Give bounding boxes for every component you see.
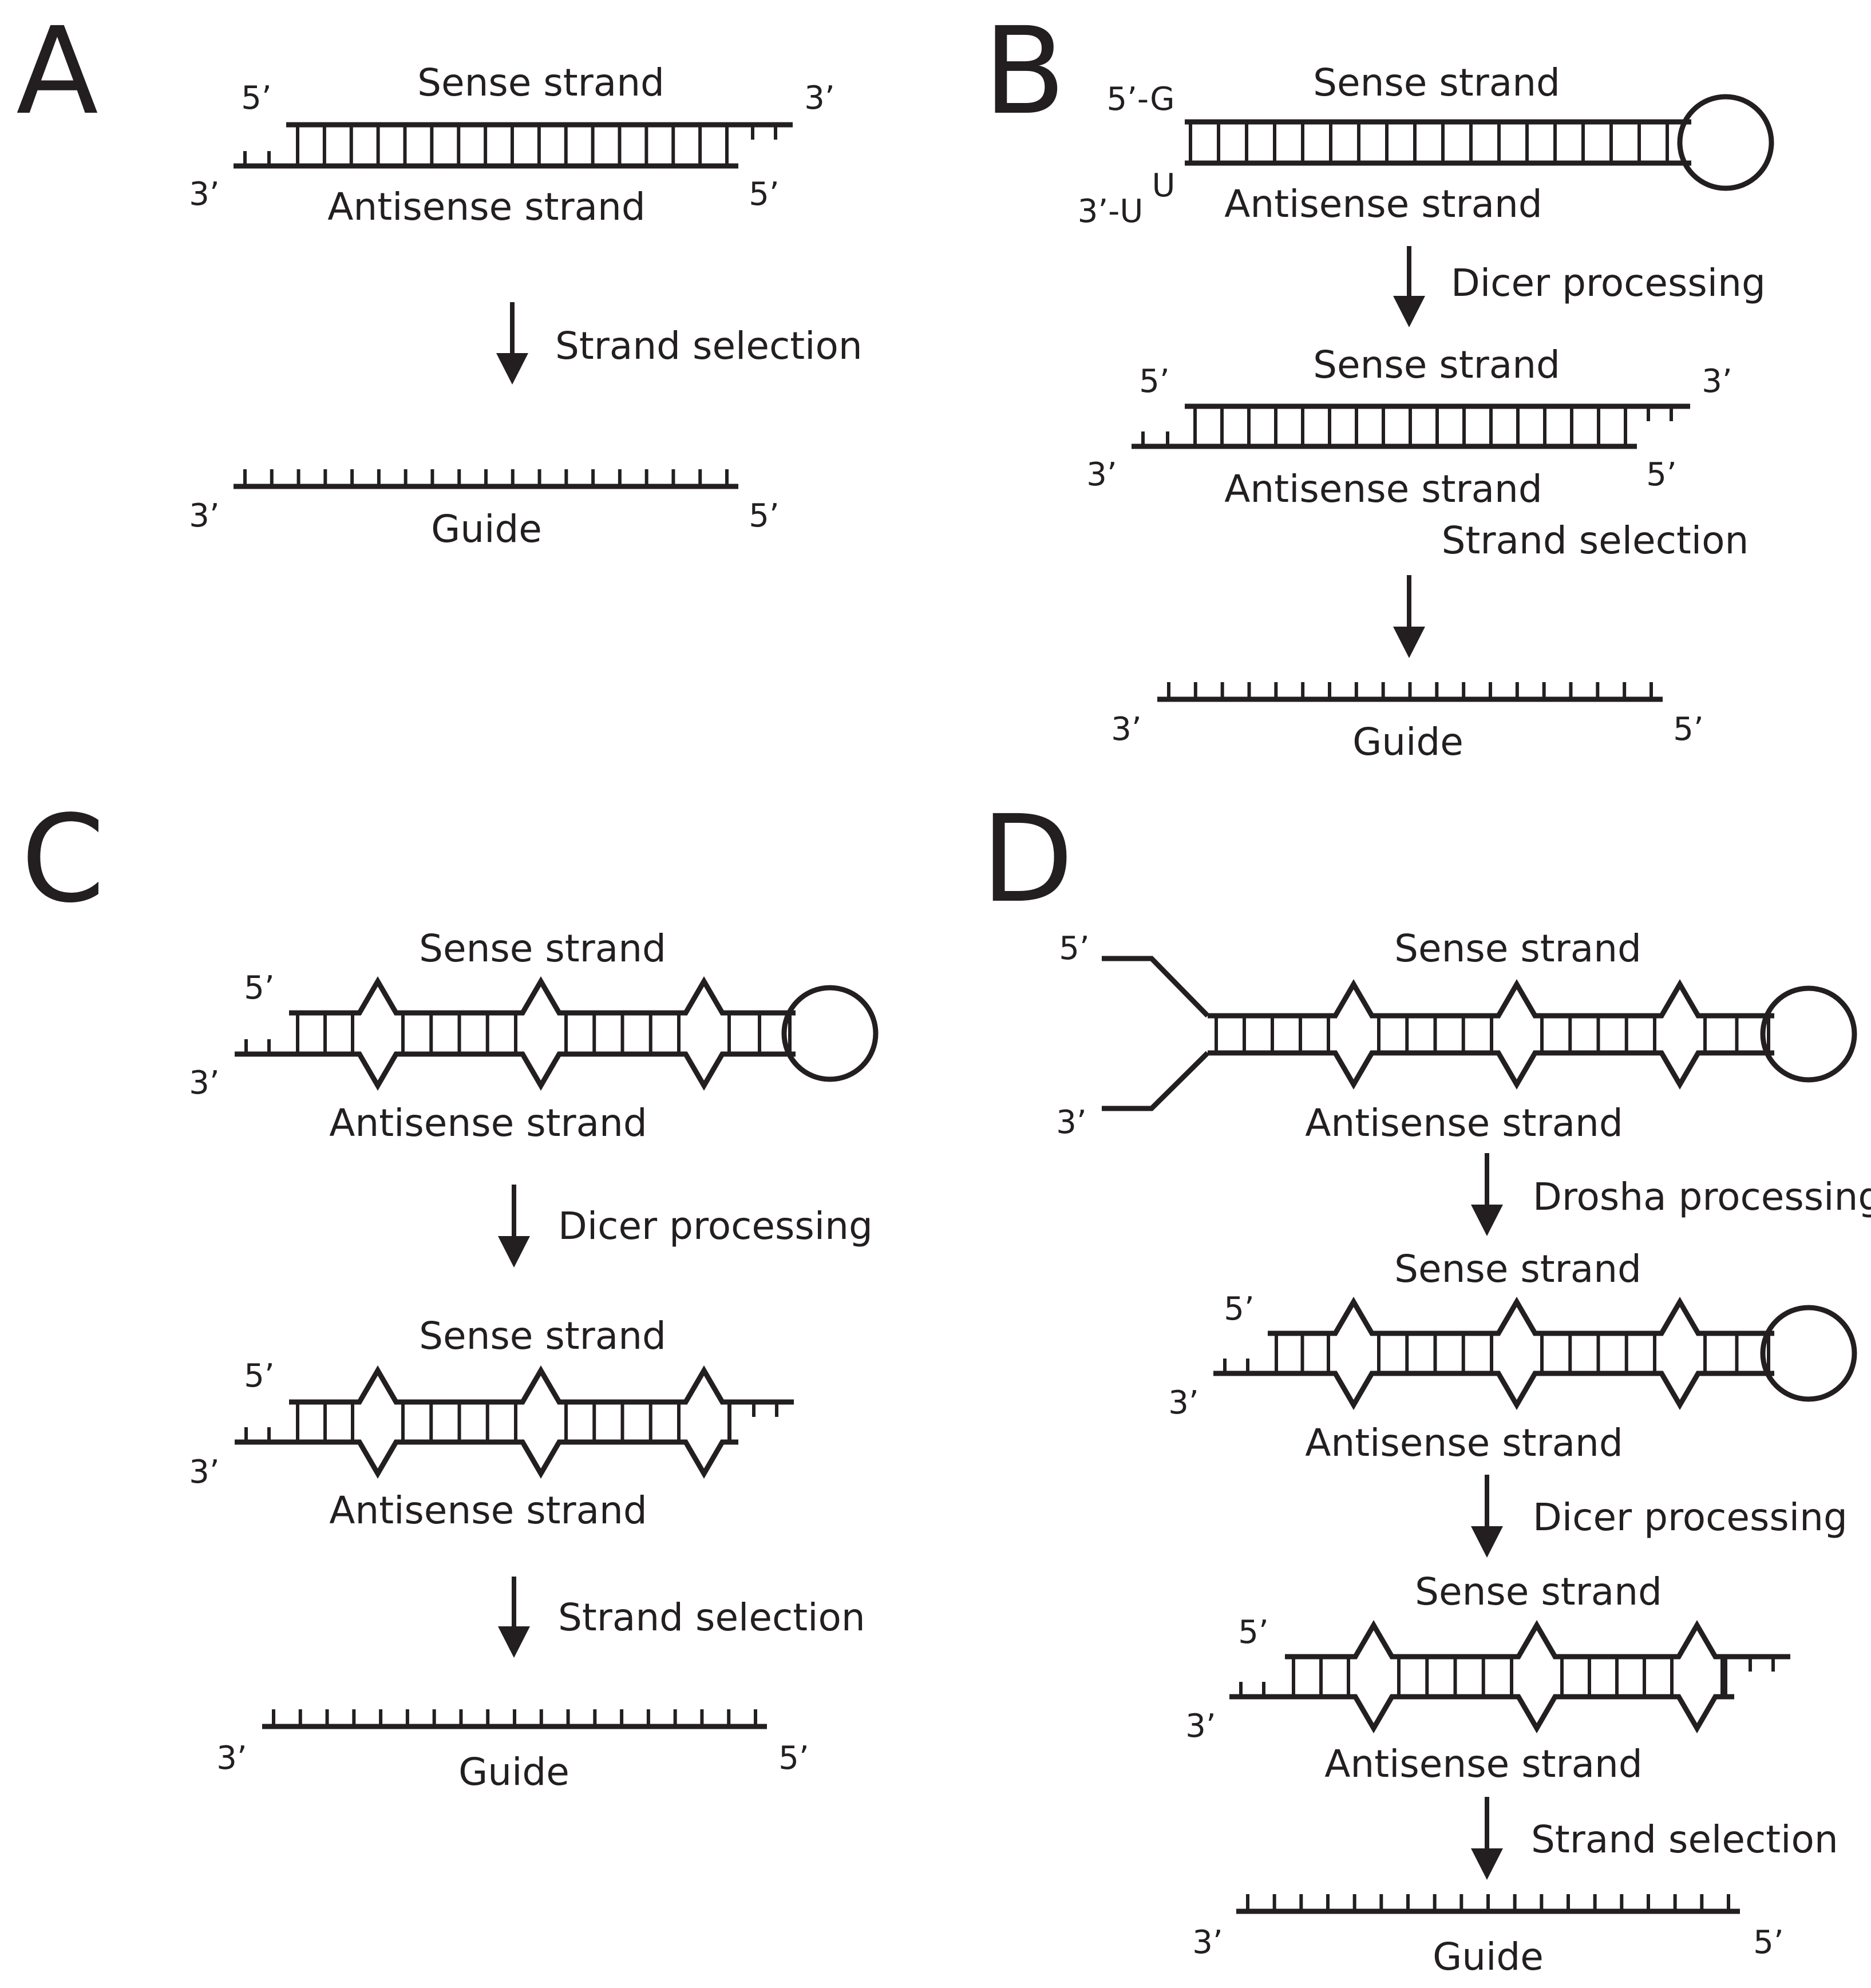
panel-b-guide-label: Guide <box>1352 720 1463 764</box>
panel-d-duplex-top-strand <box>1285 1620 1790 1660</box>
panel-a-5prime-bottom: 5’ <box>749 176 780 213</box>
panel-c-3prime-bottom: 3’ <box>189 1064 220 1102</box>
panel-c-3prime-bottom-2: 3’ <box>189 1454 220 1491</box>
panel-d-pri-mirna-hairpin-loop <box>1760 985 1857 1083</box>
panel-d-5prime-top: 5’ <box>1059 930 1090 967</box>
panel-c-antisense-label: Antisense strand <box>329 1101 647 1145</box>
panel-d-3prime-flank <box>1102 1051 1210 1111</box>
panel-d-pre-mirna-top-strand <box>1268 1297 1774 1336</box>
panel-d-pri-mirna-top-strand <box>1208 979 1774 1019</box>
panel-b-guide-3prime: 3’ <box>1111 711 1142 748</box>
panel-b-guide-5prime: 5’ <box>1673 711 1704 748</box>
panel-c-step-strand-selection: Strand selection <box>558 1595 865 1639</box>
panel-a-3prime-bottom: 3’ <box>189 176 220 213</box>
panel-b-hairpin-loop <box>1677 94 1774 191</box>
panel-c-hairpin-bottom-strand <box>235 1051 796 1091</box>
panel-d-sense-label-2: Sense strand <box>1394 1247 1641 1291</box>
panel-d-arrow-dicer-head <box>1471 1526 1503 1558</box>
panel-b-sense-label-2: Sense strand <box>1313 343 1560 387</box>
panel-d-step-drosha: Drosha processing <box>1533 1175 1871 1219</box>
panel-d-antisense-label-2: Antisense strand <box>1305 1421 1623 1465</box>
panel-d-antisense-label-3: Antisense strand <box>1324 1742 1643 1786</box>
panel-b-3prime-bottom-2: 3’ <box>1086 456 1117 493</box>
panel-a-guide-label: Guide <box>431 507 542 551</box>
panel-b-step-dicer: Dicer processing <box>1451 261 1766 305</box>
panel-a-sense-label: Sense strand <box>417 61 664 105</box>
panel-d-arrow-selection-head <box>1471 1848 1503 1880</box>
panel-c-guide-label: Guide <box>458 1750 569 1794</box>
panel-a-guide-3prime: 3’ <box>189 497 220 534</box>
panel-a-5prime-top: 5’ <box>241 80 272 117</box>
panel-d-step-dicer: Dicer processing <box>1533 1495 1848 1539</box>
panel-c-5prime-top: 5’ <box>244 969 275 1007</box>
panel-d-guide-5prime: 5’ <box>1753 1924 1784 1961</box>
panel-c-guide-3prime: 3’ <box>216 1740 247 1777</box>
panel-c-hairpin-top-strand <box>289 976 796 1016</box>
panel-d-5prime-flank <box>1102 956 1210 1018</box>
panel-b-antisense-label-2: Antisense strand <box>1224 467 1542 511</box>
panel-d-5prime-top-3: 5’ <box>1238 1614 1269 1651</box>
panel-a-letter: A <box>16 1 98 141</box>
panel-d-guide-label: Guide <box>1433 1935 1544 1979</box>
panel-b-arrow-selection-head <box>1393 627 1425 658</box>
panel-b-letter: B <box>983 1 1066 141</box>
panel-d-pri-mirna-bottom-strand <box>1208 1050 1774 1090</box>
panel-c-sense-label-2: Sense strand <box>419 1314 666 1358</box>
panel-d-duplex-bottom-strand <box>1229 1694 1734 1733</box>
panel-a-arrow-head <box>496 353 528 385</box>
panel-d-pre-mirna-hairpin-loop <box>1760 1305 1857 1402</box>
panel-c-letter: C <box>21 789 105 929</box>
panel-a-antisense-label: Antisense strand <box>327 185 646 229</box>
panel-c-sense-label: Sense strand <box>419 926 666 971</box>
panel-b-5prime-top-2: 5’ <box>1139 363 1170 400</box>
panel-a-guide-5prime: 5’ <box>749 497 780 534</box>
panel-b-u-overhang: U <box>1152 167 1176 204</box>
panel-b-5prime-bottom-2: 5’ <box>1646 456 1677 493</box>
panel-c-step-dicer: Dicer processing <box>558 1204 873 1248</box>
panel-d-3prime-bottom-2: 3’ <box>1168 1384 1199 1421</box>
panel-b-sense-label: Sense strand <box>1313 61 1560 105</box>
panel-c-arrow-selection-head <box>498 1626 530 1658</box>
panel-b-arrow-dicer-head <box>1393 296 1425 327</box>
panel-a-step-strand-selection: Strand selection <box>555 324 863 368</box>
panel-c-5prime-top-2: 5’ <box>244 1357 275 1395</box>
panel-d-pre-mirna-bottom-strand <box>1213 1371 1774 1410</box>
panel-c-antisense-label-2: Antisense strand <box>329 1488 647 1532</box>
panel-b-antisense-label: Antisense strand <box>1224 182 1542 226</box>
panel-d-5prime-top-2: 5’ <box>1224 1290 1255 1328</box>
panel-d-guide-3prime: 3’ <box>1192 1924 1223 1961</box>
panel-c-arrow-dicer-head <box>498 1236 530 1268</box>
panel-d-3prime-bottom-3: 3’ <box>1185 1708 1216 1745</box>
panel-b-5prime-g: 5’-G <box>1106 81 1175 118</box>
panel-d-sense-label: Sense strand <box>1394 926 1641 971</box>
panel-b-3prime-u: 3’-U <box>1077 193 1144 230</box>
panel-c-hairpin-hairpin-loop <box>781 985 879 1082</box>
panel-b-step-strand-selection: Strand selection <box>1441 518 1749 563</box>
panel-c-duplex-top-strand <box>289 1365 794 1405</box>
panel-d-3prime-bottom: 3’ <box>1056 1104 1087 1141</box>
panel-d-step-strand-selection: Strand selection <box>1531 1817 1838 1862</box>
panel-b-3prime-top-2: 3’ <box>1702 363 1732 400</box>
panel-d-arrow-drosha-head <box>1471 1205 1503 1236</box>
panel-d-antisense-label: Antisense strand <box>1305 1101 1623 1145</box>
panel-d-letter: D <box>981 789 1074 929</box>
panel-c-duplex-bottom-strand <box>235 1439 738 1479</box>
panel-d-sense-label-3: Sense strand <box>1415 1570 1662 1614</box>
panel-a-3prime-top: 3’ <box>804 80 835 117</box>
panel-c-guide-5prime: 5’ <box>778 1740 809 1777</box>
